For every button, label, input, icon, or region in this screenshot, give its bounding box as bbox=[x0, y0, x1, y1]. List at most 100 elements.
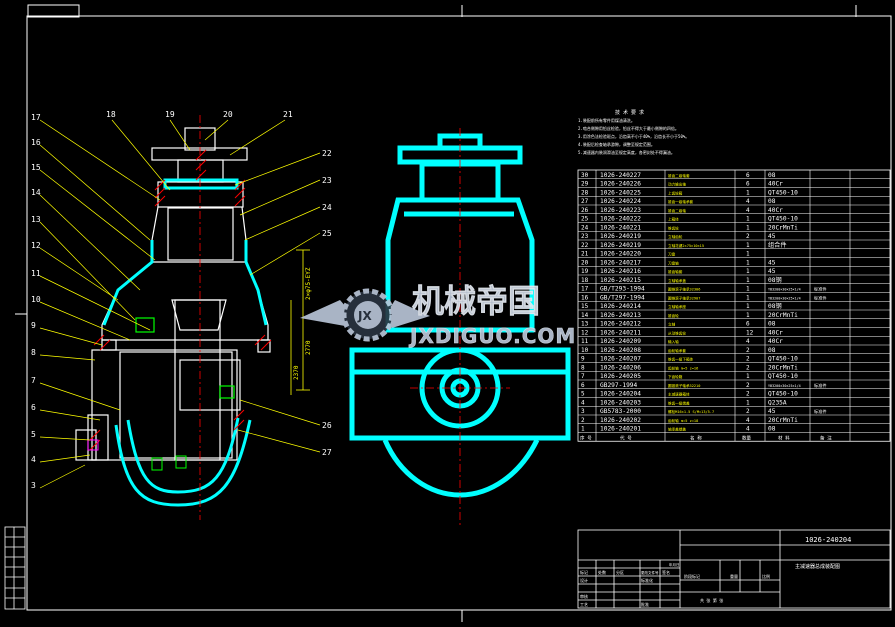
bom-cell-material: 组合件 bbox=[768, 241, 787, 249]
bom-cell-no: 24 bbox=[581, 224, 589, 231]
callout-22: 22 bbox=[322, 149, 332, 158]
bom-cell-name: 锥齿轴套 bbox=[668, 269, 683, 274]
callout-13: 13 bbox=[31, 215, 41, 224]
bom-cell-qty: 4 bbox=[746, 207, 750, 214]
callout-23: 23 bbox=[322, 176, 332, 185]
bom-cell-name: 齿轮轴 m=5 z=16 bbox=[668, 365, 698, 370]
bom-cell-material: 45 bbox=[768, 408, 776, 415]
bom-cell-no: 29 bbox=[581, 181, 589, 188]
tb-weight: 重量 bbox=[730, 573, 738, 579]
side-revision-strip bbox=[4, 526, 26, 610]
bom-cell-name: 锥齿二级轴套 bbox=[668, 173, 690, 178]
leader-lines bbox=[39, 119, 321, 489]
bom-cell-no: 2 bbox=[581, 417, 585, 424]
bom-cell-no: 26 bbox=[581, 207, 589, 214]
bom-cell-code: 1026-240224 bbox=[600, 198, 641, 205]
callout-10: 10 bbox=[31, 295, 41, 304]
bom-header-qty: 数量 bbox=[742, 434, 751, 441]
bom-cell-qty: 1 bbox=[746, 224, 750, 231]
watermark-url: JXDIGUO.COM bbox=[408, 324, 576, 348]
bom-cell-no: 28 bbox=[581, 189, 589, 196]
bom-cell-name: 上箱体 bbox=[668, 217, 679, 222]
tech-notes-title: 技 术 要 求 bbox=[615, 109, 644, 116]
bom-cell-material: 45 bbox=[768, 268, 776, 275]
bom-cell-note: 标准件 bbox=[814, 294, 827, 301]
bom-cell-qty: 1 bbox=[746, 189, 750, 196]
bom-cell-material: YB3200×30×25×1/4 bbox=[768, 296, 801, 300]
bom-cell-material: YB3200×30×25×1/4 bbox=[768, 288, 801, 292]
title-block-texts: 1026-240204 主减速器总成装配图 标记 处数 分区 更改文件号 签名 … bbox=[580, 536, 851, 607]
bom-cell-material: 45 bbox=[768, 259, 776, 266]
bom-cell-name: 输入轴 bbox=[668, 339, 679, 344]
tb-process: 工艺 bbox=[580, 602, 588, 607]
callout-18: 18 bbox=[106, 110, 116, 119]
bom-cell-code: 1026-240201 bbox=[600, 426, 641, 433]
bom-cell-no: 12 bbox=[581, 329, 589, 336]
bom-cell-no: 6 bbox=[581, 382, 585, 389]
tech-note-3: 3.用涂色法检验斑点，沿齿高不小于40%，沿齿长不小于50%。 bbox=[578, 133, 689, 139]
bom-cell-name: 立轴花键2×75×10×15 bbox=[668, 243, 704, 248]
technical-notes: 技 术 要 求 1.装配前所有零件用煤油清洗。 2.啮合侧隙用铅丝检验，铅丝不得… bbox=[578, 109, 689, 155]
bom-cell-material: YB3200×30×25×1/4 bbox=[768, 384, 801, 388]
tb-date: 年月日 bbox=[669, 562, 680, 567]
bom-cell-code: 1026-240208 bbox=[600, 347, 641, 354]
section-bearings bbox=[87, 317, 235, 471]
bom-cell-name: 上齿轮箱 bbox=[668, 190, 683, 195]
bom-cell-qty: 12 bbox=[746, 329, 754, 336]
bom-cell-qty: 1 bbox=[746, 303, 750, 310]
bom-header-note: 备 注 bbox=[820, 434, 832, 441]
tb-standardize: 标准化 bbox=[641, 577, 653, 583]
bom-cell-code: GB/T293-1994 bbox=[600, 286, 645, 293]
bom-cell-name: 齿轮轴承套 bbox=[668, 348, 686, 353]
bom-cell-material: 08 bbox=[768, 198, 776, 205]
bom-cell-no: 30 bbox=[581, 172, 589, 179]
bom-cell-code: GB/T297-1994 bbox=[600, 294, 645, 301]
bom-cell-note: 标准件 bbox=[814, 408, 827, 415]
dim-text-3: 2770 bbox=[305, 340, 312, 355]
bom-cell-no: 25 bbox=[581, 216, 589, 223]
tb-design: 设计 bbox=[580, 577, 588, 583]
tb-mark: 标记 bbox=[580, 569, 588, 575]
bom-cell-name: 主减速器箱体 bbox=[668, 392, 690, 397]
bom-cell-name: 圆锥滚子轴承32306 bbox=[668, 287, 700, 292]
bom-cell-no: 4 bbox=[581, 399, 585, 406]
callout-26: 26 bbox=[322, 421, 332, 430]
callout-4: 4 bbox=[31, 455, 36, 464]
bom-frame bbox=[577, 169, 891, 442]
bom-cell-name: 圆锥滚子轴承32210 bbox=[668, 383, 700, 388]
bom-cell-code: 1026-240212 bbox=[600, 321, 641, 328]
bom-cell-material: 20CrMnTi bbox=[768, 417, 798, 424]
callout-7: 7 bbox=[31, 376, 36, 385]
tech-note-2: 2.啮合侧隙用铅丝检验，铅丝不得大于最小侧隙的四倍。 bbox=[578, 125, 679, 131]
bom-cell-code: GB297-1994 bbox=[600, 382, 638, 389]
bom-cell-qty: 1 bbox=[746, 277, 750, 284]
bom-header-no: 序 号 bbox=[580, 434, 592, 441]
bom-cell-material: QT450-10 bbox=[768, 189, 798, 196]
bom-cell-qty: 2 bbox=[746, 347, 750, 354]
bom-cell-qty: 4 bbox=[746, 338, 750, 345]
bom-cell-no: 14 bbox=[581, 312, 589, 319]
bom-cell-name: 锥齿一级轴承套 bbox=[668, 199, 694, 204]
bom-cell-code: 1026-240220 bbox=[600, 251, 641, 258]
bom-cell-code: 1026-240219 bbox=[600, 233, 641, 240]
bom-cell-material: 08钢 bbox=[768, 276, 782, 284]
drawing-border bbox=[26, 15, 892, 611]
bom-cell-qty: 4 bbox=[746, 198, 750, 205]
bom-cell-code: 1026-240204 bbox=[600, 391, 641, 398]
bom-header-code: 代 号 bbox=[620, 434, 632, 441]
bom-cell-name: 立轴轴承盖 bbox=[668, 278, 686, 283]
dimension-texts: 2×φ75-EYZ 2370 2770 bbox=[293, 267, 312, 380]
bom-cell-no: 23 bbox=[581, 233, 589, 240]
bom-cell-qty: 1 bbox=[746, 294, 750, 301]
bom-cell-no: 13 bbox=[581, 321, 589, 328]
bom-cell-no: 18 bbox=[581, 277, 589, 284]
callout-12: 12 bbox=[31, 241, 41, 250]
outline-upper-housing bbox=[385, 197, 535, 333]
bom-cell-qty: 4 bbox=[746, 426, 750, 433]
bom-cell-material: 40Cr bbox=[768, 338, 783, 345]
drawing-name: 主减速器总成装配图 bbox=[795, 563, 840, 570]
bom-cell-name: 圆锥滚子轴承32907 bbox=[668, 295, 700, 300]
bom-cell-material: 08 bbox=[768, 426, 776, 433]
bom-cell-code: 1026-240211 bbox=[600, 329, 641, 336]
bom-cell-no: 27 bbox=[581, 198, 589, 205]
